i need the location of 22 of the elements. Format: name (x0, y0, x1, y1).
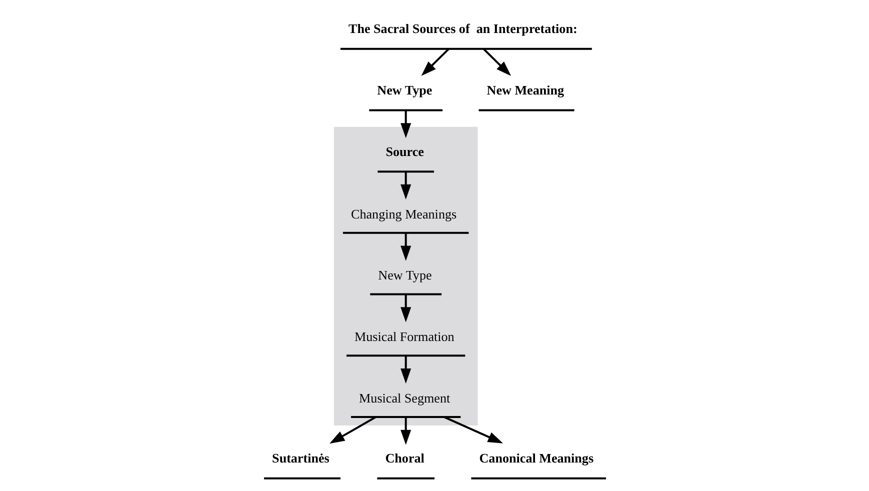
node-text: Choral (384, 450, 424, 466)
arrow (420, 48, 449, 76)
cluster (333, 126, 478, 426)
arrow (400, 110, 411, 138)
node-text: The Sacral Sources of an Interpretation: (348, 21, 577, 36)
node-text: Canonical Meanings (478, 450, 594, 466)
arrow (443, 416, 503, 444)
node-text: Musical Segment (358, 390, 450, 406)
node-text: New Type (378, 268, 432, 283)
arrow (400, 172, 411, 200)
arrow (400, 417, 411, 445)
node-text: New Meaning (486, 82, 564, 98)
node-text: Sutartinės (272, 450, 329, 466)
node-text: Source (385, 144, 424, 159)
arrow (400, 356, 411, 384)
node-text: Changing Meanings (350, 206, 456, 222)
arrow (482, 48, 511, 76)
arrow (400, 294, 411, 322)
node-text: Musical Formation (354, 328, 454, 344)
arrow (328, 416, 376, 444)
arrow (400, 233, 411, 261)
node-text: New Type (376, 82, 432, 98)
